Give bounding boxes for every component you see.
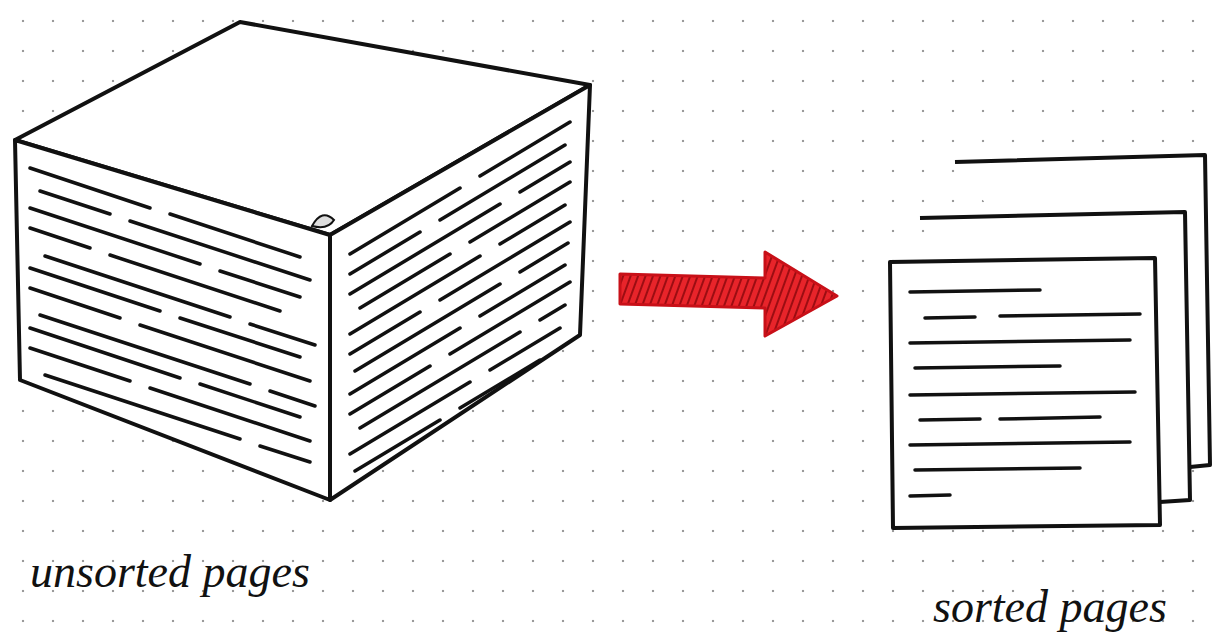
illustration-node: unsorted pages xyxy=(0,0,615,600)
illustration-node: sorted pages xyxy=(845,140,1216,640)
paper-stack xyxy=(0,0,615,540)
caption-label: sorted pages xyxy=(933,580,1167,633)
sorted-pages xyxy=(845,140,1216,540)
caption-label: unsorted pages xyxy=(30,545,310,598)
red-arrow xyxy=(620,252,837,336)
arrow-shape xyxy=(620,252,837,336)
